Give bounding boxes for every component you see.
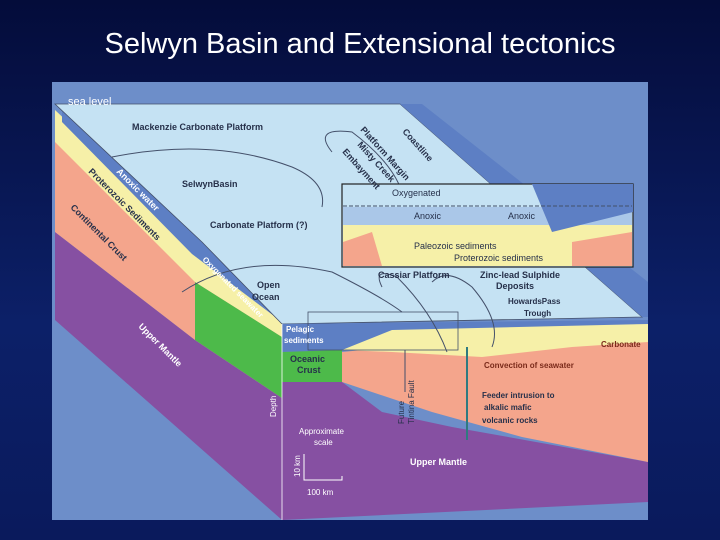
front-face-sediment-wedge [342,322,648,357]
pelagic-sediments-label-2: sediments [284,336,324,345]
zinc-lead-label-2: Deposits [496,281,534,291]
scale-horizontal-label: 100 km [307,488,334,497]
scale-vertical-label: 10 km [293,455,302,477]
tintina-label-1: Future [397,400,406,424]
front-face-mantle [282,382,648,520]
oceanic-crust-label-1: Oceanic [290,354,325,364]
scale-bar [303,454,343,481]
inset-anoxic-label-2: Anoxic [508,211,536,221]
inset-cross-section: Oxygenated Anoxic Anoxic Paleozoic sedim… [341,183,634,268]
mackenzie-margin [111,148,324,208]
scale-label-2: scale [314,438,333,447]
scale-label-1: Approximate [299,427,344,436]
howards-pass-label-1: HowardsPass [508,297,561,306]
misty-creek-embayment-outline [324,130,403,193]
selwyn-basin-label: SelwynBasin [182,179,238,189]
front-face-pelagic [282,320,648,352]
convection-label: Convection of seawater [484,361,574,370]
mackenzie-label: Mackenzie Carbonate Platform [132,122,263,132]
cassiar-platform-label: Cassiar Platform [378,270,450,280]
inset-oxygenated-label: Oxygenated [392,188,441,198]
cassiar-platform-outline [378,273,448,353]
open-ocean-label-1: Open [257,280,280,290]
pelagic-sediments-label-1: Pelagic [286,325,315,334]
slide-title: Selwyn Basin and Extensional tectonics [104,28,616,60]
upper-mantle-front-label: Upper Mantle [410,457,467,467]
feeder-label-2: alkalic mafic [484,403,532,412]
carbonate-platform-label: Carbonate Platform (?) [210,220,308,230]
tintina-label-2: Tintina Fault [407,380,416,425]
inset-proterozoic-label: Proterozoic sediments [454,253,544,263]
zinc-lead-label-1: Zinc-lead Sulphide [480,270,560,280]
open-ocean-label-2: Ocean [252,292,280,302]
howards-pass-label-2: Trough [524,309,551,318]
front-face-crust [342,322,648,462]
inset-paleozoic-label: Paleozoic sediments [414,241,497,251]
carbonate-platform-margin [181,264,403,313]
feeder-label-3: volcanic rocks [482,416,538,425]
oceanic-crust-label-2: Crust [297,365,321,375]
depth-label: Depth [269,396,278,417]
feeder-label-1: Feeder intrusion to [482,391,555,400]
howards-pass-trough-outline [431,275,495,348]
selwyn-basin-block-diagram: Oxygenated Anoxic Anoxic Paleozoic sedim… [52,82,648,520]
inset-anoxic-label-1: Anoxic [414,211,442,221]
carbonate-label: Carbonate [601,340,641,349]
inset-locator-box [307,311,459,351]
front-face-oceanic-crust [282,350,342,382]
sea-level-label: sea level [68,96,111,108]
left-face-upper-mantle [55,232,282,520]
